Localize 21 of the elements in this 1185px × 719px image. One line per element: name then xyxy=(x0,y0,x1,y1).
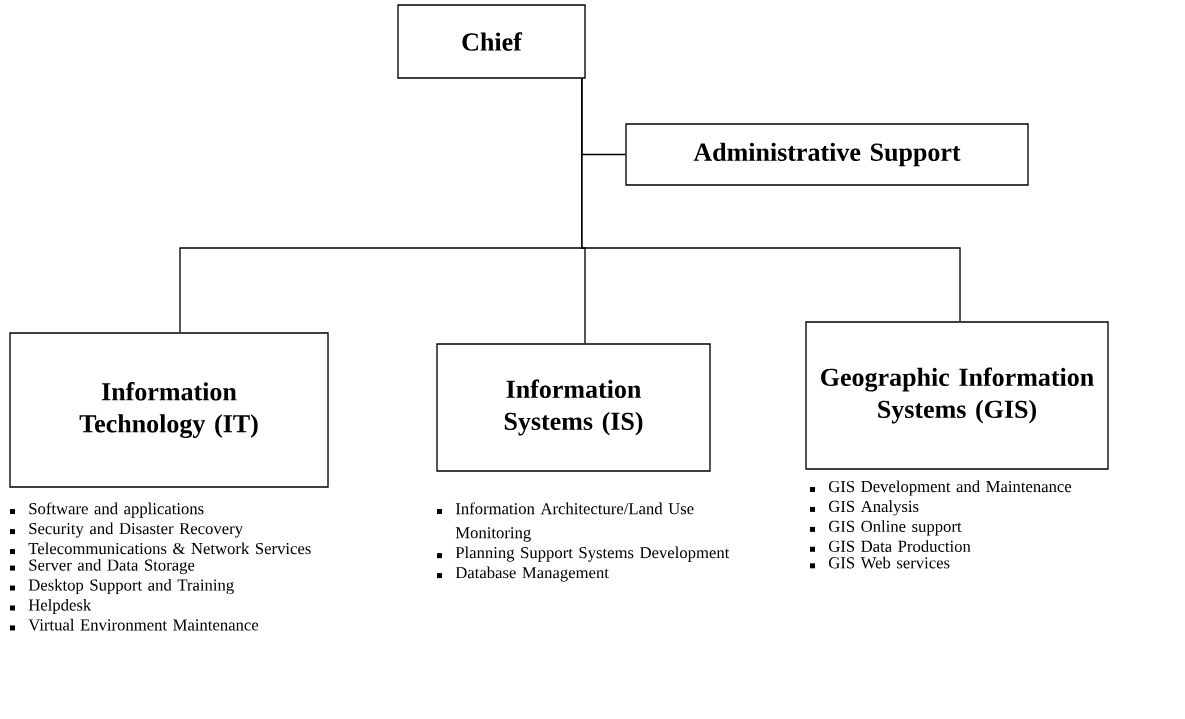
bullet-item: Virtual Environment Maintenance xyxy=(10,618,259,631)
bullet-item: Planning Support Systems Development xyxy=(437,546,730,562)
bullet-item: Server and Data Storage xyxy=(10,559,195,575)
bullet-item: Information Architecture/Land Use Monitoring xyxy=(437,502,694,542)
bullet-item: Telecommunications & Network Services xyxy=(10,542,311,555)
bullet-item: GIS Online support xyxy=(810,520,962,536)
bullet-item: Helpdesk xyxy=(10,598,92,614)
bullet-item: GIS Data Production xyxy=(810,540,971,552)
bullet-item: Security and Disaster Recovery xyxy=(10,522,243,538)
bullet-item: Desktop Support and Training xyxy=(10,578,234,595)
bullet-item: GIS Web services xyxy=(810,556,950,569)
connector-line xyxy=(581,78,961,322)
org-box: Administrative Support xyxy=(625,123,1029,186)
bullet-item: Database Management xyxy=(437,566,609,582)
org-box: Geographic Information Systems (GIS) xyxy=(805,321,1109,470)
bullet-item: Software and applications xyxy=(10,502,204,518)
bullet-item: GIS Development and Maintenance xyxy=(810,480,1072,496)
bullet-item: GIS Analysis xyxy=(810,500,919,516)
org-box: Information Systems (IS) xyxy=(436,343,711,472)
org-box: Information Technology (IT) xyxy=(9,332,329,488)
org-box: Chief xyxy=(397,4,586,79)
